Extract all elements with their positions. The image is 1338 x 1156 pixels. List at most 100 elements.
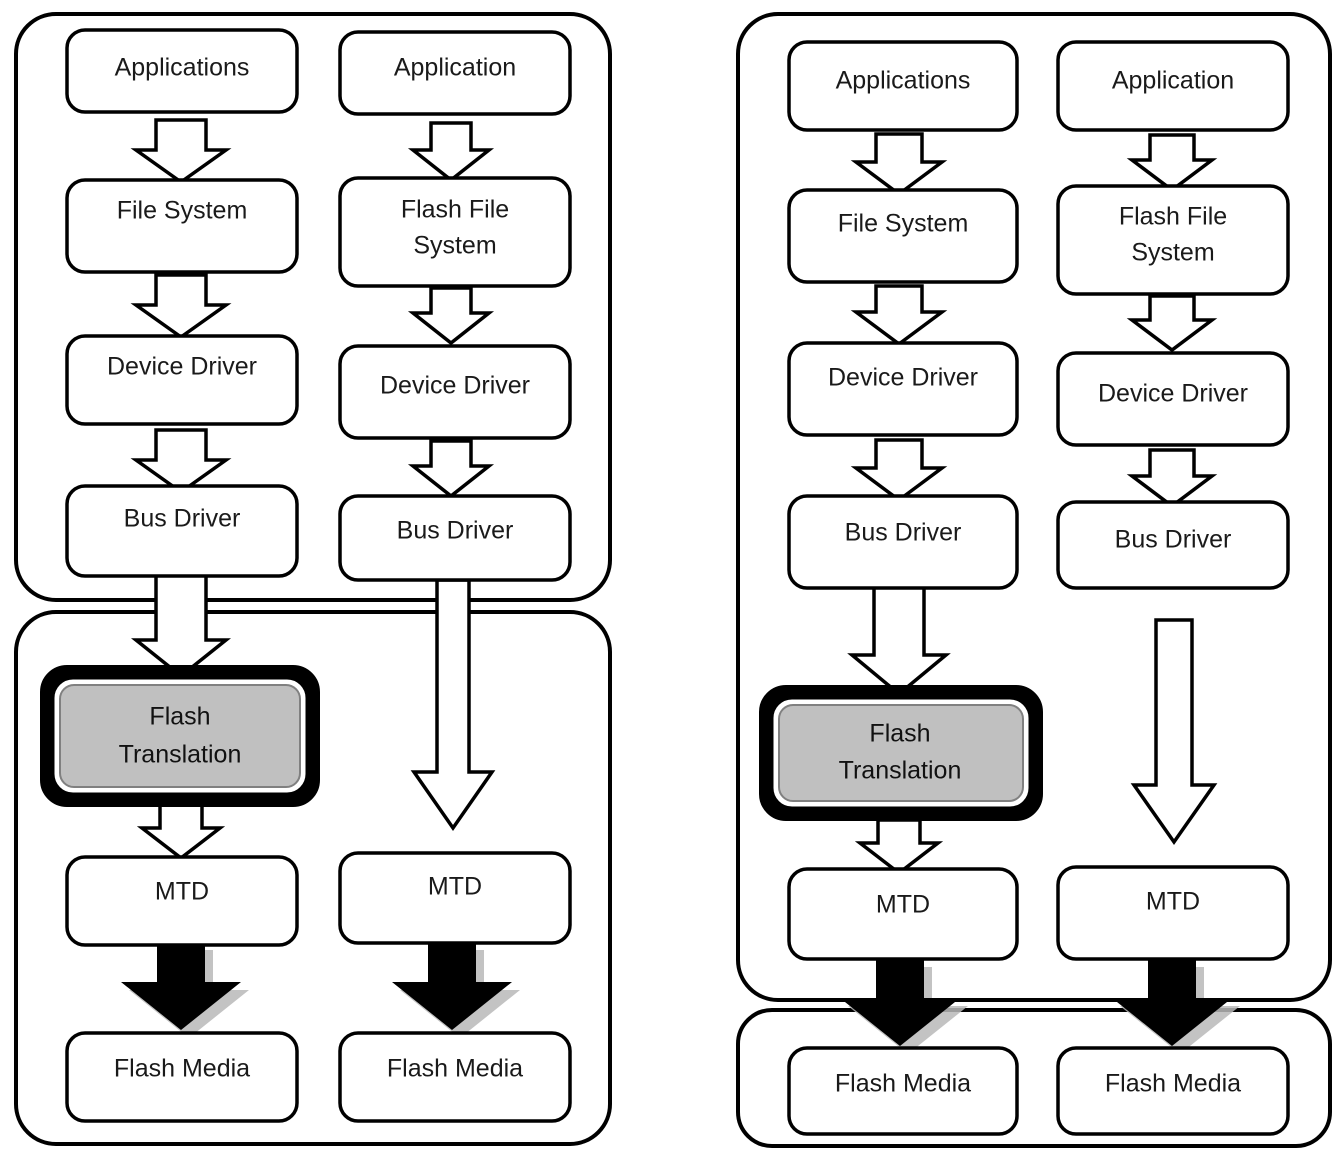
left-col-b-flash-file-system[interactable]: Flash File System xyxy=(338,176,572,288)
device-driver-label: Device Driver xyxy=(107,353,257,381)
arrow-down-long-open xyxy=(847,584,951,697)
right-col-b-flash-media[interactable]: Flash Media xyxy=(1056,1046,1290,1136)
device-driver-label: Device Driver xyxy=(1098,380,1248,408)
left-col-a-bus-driver[interactable]: Bus Driver xyxy=(65,484,299,578)
flash-translation-box[interactable] xyxy=(59,684,301,788)
flash-file-system-box[interactable] xyxy=(1056,184,1290,296)
arrow-down-open xyxy=(130,118,232,185)
left-stack-diagram: Applications File System Device Driver B… xyxy=(14,12,612,1146)
arrow-down-open xyxy=(407,286,495,346)
arrow-down-open xyxy=(854,818,944,876)
left-col-a-applications[interactable]: Applications xyxy=(65,28,299,114)
flash-translation-label-line1: Flash xyxy=(869,720,930,748)
arrow-down-open xyxy=(1126,133,1218,193)
right-col-a-flash-translation[interactable]: Flash Translation xyxy=(759,685,1043,821)
applications-box[interactable] xyxy=(787,40,1019,132)
arrow-down-long-open-crossing xyxy=(410,578,496,832)
file-system-label: File System xyxy=(117,197,248,225)
application-label: Application xyxy=(394,54,516,82)
arrow-down-solid-crossing xyxy=(1112,959,1232,1046)
file-system-box[interactable] xyxy=(65,178,299,274)
bus-driver-label: Bus Driver xyxy=(124,505,241,533)
flash-media-label: Flash Media xyxy=(835,1070,971,1098)
right-col-a-device-driver[interactable]: Device Driver xyxy=(787,341,1019,437)
flash-media-box[interactable] xyxy=(1056,1046,1290,1136)
right-col-a-mtd[interactable]: MTD xyxy=(787,867,1019,961)
arrow-down-solid-crossing xyxy=(840,959,960,1046)
bus-driver-box[interactable] xyxy=(1056,500,1290,590)
device-driver-box[interactable] xyxy=(65,334,299,426)
bus-driver-label: Bus Driver xyxy=(845,519,962,547)
arrow-down-open xyxy=(1126,448,1218,509)
applications-label: Applications xyxy=(836,67,971,95)
arrow-down-solid xyxy=(392,942,512,1030)
right-col-a-flash-media[interactable]: Flash Media xyxy=(787,1046,1019,1136)
arrow-down-open xyxy=(130,428,232,495)
right-col-b-mtd[interactable]: MTD xyxy=(1056,865,1290,961)
application-box[interactable] xyxy=(1056,40,1290,132)
left-col-b-device-driver[interactable]: Device Driver xyxy=(338,344,572,440)
flash-file-system-label-line1: Flash File xyxy=(1119,203,1227,231)
mtd-box[interactable] xyxy=(65,855,299,947)
right-col-b-bus-driver[interactable]: Bus Driver xyxy=(1056,500,1290,590)
arrow-down-open xyxy=(407,121,495,183)
arrow-down-open xyxy=(130,273,232,340)
flash-file-system-label-line2: System xyxy=(1131,239,1214,267)
device-driver-box[interactable] xyxy=(787,341,1019,437)
arrow-down-open xyxy=(850,132,948,197)
right-col-a-file-system[interactable]: File System xyxy=(787,188,1019,284)
file-system-label: File System xyxy=(838,210,969,238)
mtd-label: MTD xyxy=(428,873,482,901)
right-col-b-device-driver[interactable]: Device Driver xyxy=(1056,351,1290,447)
left-col-b-flash-media[interactable]: Flash Media xyxy=(338,1031,572,1123)
bus-driver-label: Bus Driver xyxy=(1115,526,1232,554)
left-col-a-flash-media[interactable]: Flash Media xyxy=(65,1031,299,1123)
file-system-box[interactable] xyxy=(787,188,1019,284)
device-driver-box[interactable] xyxy=(1056,351,1290,447)
left-col-a-file-system[interactable]: File System xyxy=(65,178,299,274)
mtd-box[interactable] xyxy=(1056,865,1290,961)
flash-translation-label-line1: Flash xyxy=(149,703,210,731)
right-col-a-bus-driver[interactable]: Bus Driver xyxy=(787,494,1019,590)
bus-driver-box[interactable] xyxy=(787,494,1019,590)
arrow-down-open xyxy=(407,439,495,499)
flash-media-box[interactable] xyxy=(338,1031,572,1123)
left-col-a-flash-translation[interactable]: Flash Translation xyxy=(40,665,320,807)
bus-driver-box[interactable] xyxy=(65,484,299,578)
mtd-label: MTD xyxy=(876,891,930,919)
right-col-b-flash-file-system[interactable]: Flash File System xyxy=(1056,184,1290,296)
right-col-a-applications[interactable]: Applications xyxy=(787,40,1019,132)
arrow-down-open xyxy=(850,284,948,347)
flash-translation-box[interactable] xyxy=(778,704,1024,802)
applications-box[interactable] xyxy=(65,28,299,114)
left-col-a-device-driver[interactable]: Device Driver xyxy=(65,334,299,426)
left-col-a-mtd[interactable]: MTD xyxy=(65,855,299,947)
right-col-b-application[interactable]: Application xyxy=(1056,40,1290,132)
left-col-b-application[interactable]: Application xyxy=(338,30,572,116)
arrow-down-open xyxy=(850,438,948,503)
flash-file-system-label-line1: Flash File xyxy=(401,196,509,224)
flash-file-system-label-line2: System xyxy=(413,232,496,260)
mtd-box[interactable] xyxy=(338,851,572,945)
application-box[interactable] xyxy=(338,30,572,116)
arrow-down-open-crossing xyxy=(131,573,231,679)
left-col-b-mtd[interactable]: MTD xyxy=(338,851,572,945)
flash-media-label: Flash Media xyxy=(114,1055,250,1083)
device-driver-box[interactable] xyxy=(338,344,572,440)
mtd-box[interactable] xyxy=(787,867,1019,961)
bus-driver-box[interactable] xyxy=(338,494,572,582)
arrow-down-solid xyxy=(121,942,241,1030)
flash-file-system-box[interactable] xyxy=(338,176,572,288)
flash-media-label: Flash Media xyxy=(1105,1070,1241,1098)
right-stack-diagram: Applications File System Device Driver B… xyxy=(736,12,1332,1148)
mtd-label: MTD xyxy=(155,878,209,906)
flash-translation-label-line2: Translation xyxy=(119,741,242,769)
bus-driver-label: Bus Driver xyxy=(397,517,514,545)
left-col-b-bus-driver[interactable]: Bus Driver xyxy=(338,494,572,582)
flash-media-box[interactable] xyxy=(787,1046,1019,1136)
flash-media-box[interactable] xyxy=(65,1031,299,1123)
flash-translation-label-line2: Translation xyxy=(839,757,962,785)
device-driver-label: Device Driver xyxy=(828,364,978,392)
